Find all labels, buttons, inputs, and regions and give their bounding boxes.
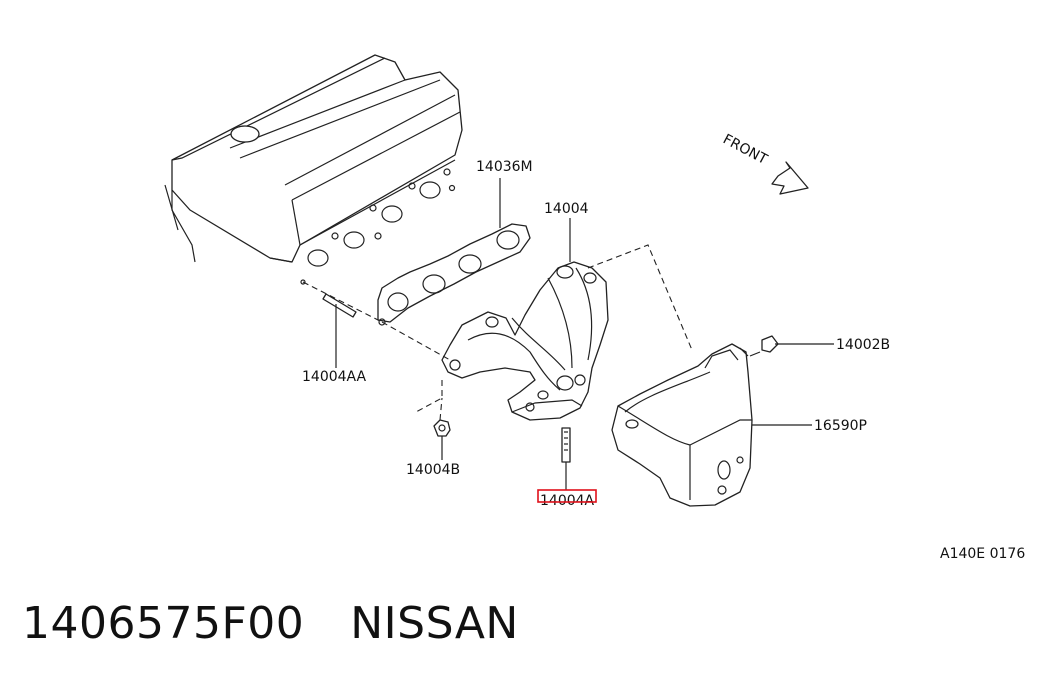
label-14004b: 14004B	[406, 462, 460, 478]
exhaust-manifold-drawing	[441, 261, 609, 421]
part-footer: 1406575F00 NISSAN	[22, 598, 519, 649]
engine-head-drawing	[164, 54, 463, 267]
selected-part-highlight[interactable]	[537, 489, 597, 503]
stud-14004a-drawing	[561, 427, 571, 490]
manifold-gasket-drawing	[377, 223, 531, 326]
label-14004a: 14004A	[540, 493, 595, 509]
label-16590p: 16590P	[814, 418, 867, 434]
front-label: FRONT	[720, 131, 770, 168]
label-14004: 14004	[544, 201, 589, 217]
label-14002b: 14002B	[836, 337, 890, 353]
front-arrow-icon	[771, 161, 809, 195]
leader-lines	[499, 178, 812, 426]
front-direction-indicator: FRONT	[720, 131, 809, 195]
part-number: 1406575F00	[22, 598, 305, 649]
stud-14004aa-drawing	[300, 279, 357, 368]
label-14036m: 14036M	[476, 159, 533, 175]
label-14004aa: 14004AA	[302, 369, 367, 385]
heat-shield-drawing	[611, 343, 753, 507]
assembly-dashed-lines	[302, 244, 693, 421]
brand-name: NISSAN	[350, 598, 519, 649]
bolt-14002b-drawing	[749, 335, 834, 357]
nut-14004b-drawing	[433, 419, 451, 460]
diagram-code: A140E 0176	[940, 546, 1025, 562]
